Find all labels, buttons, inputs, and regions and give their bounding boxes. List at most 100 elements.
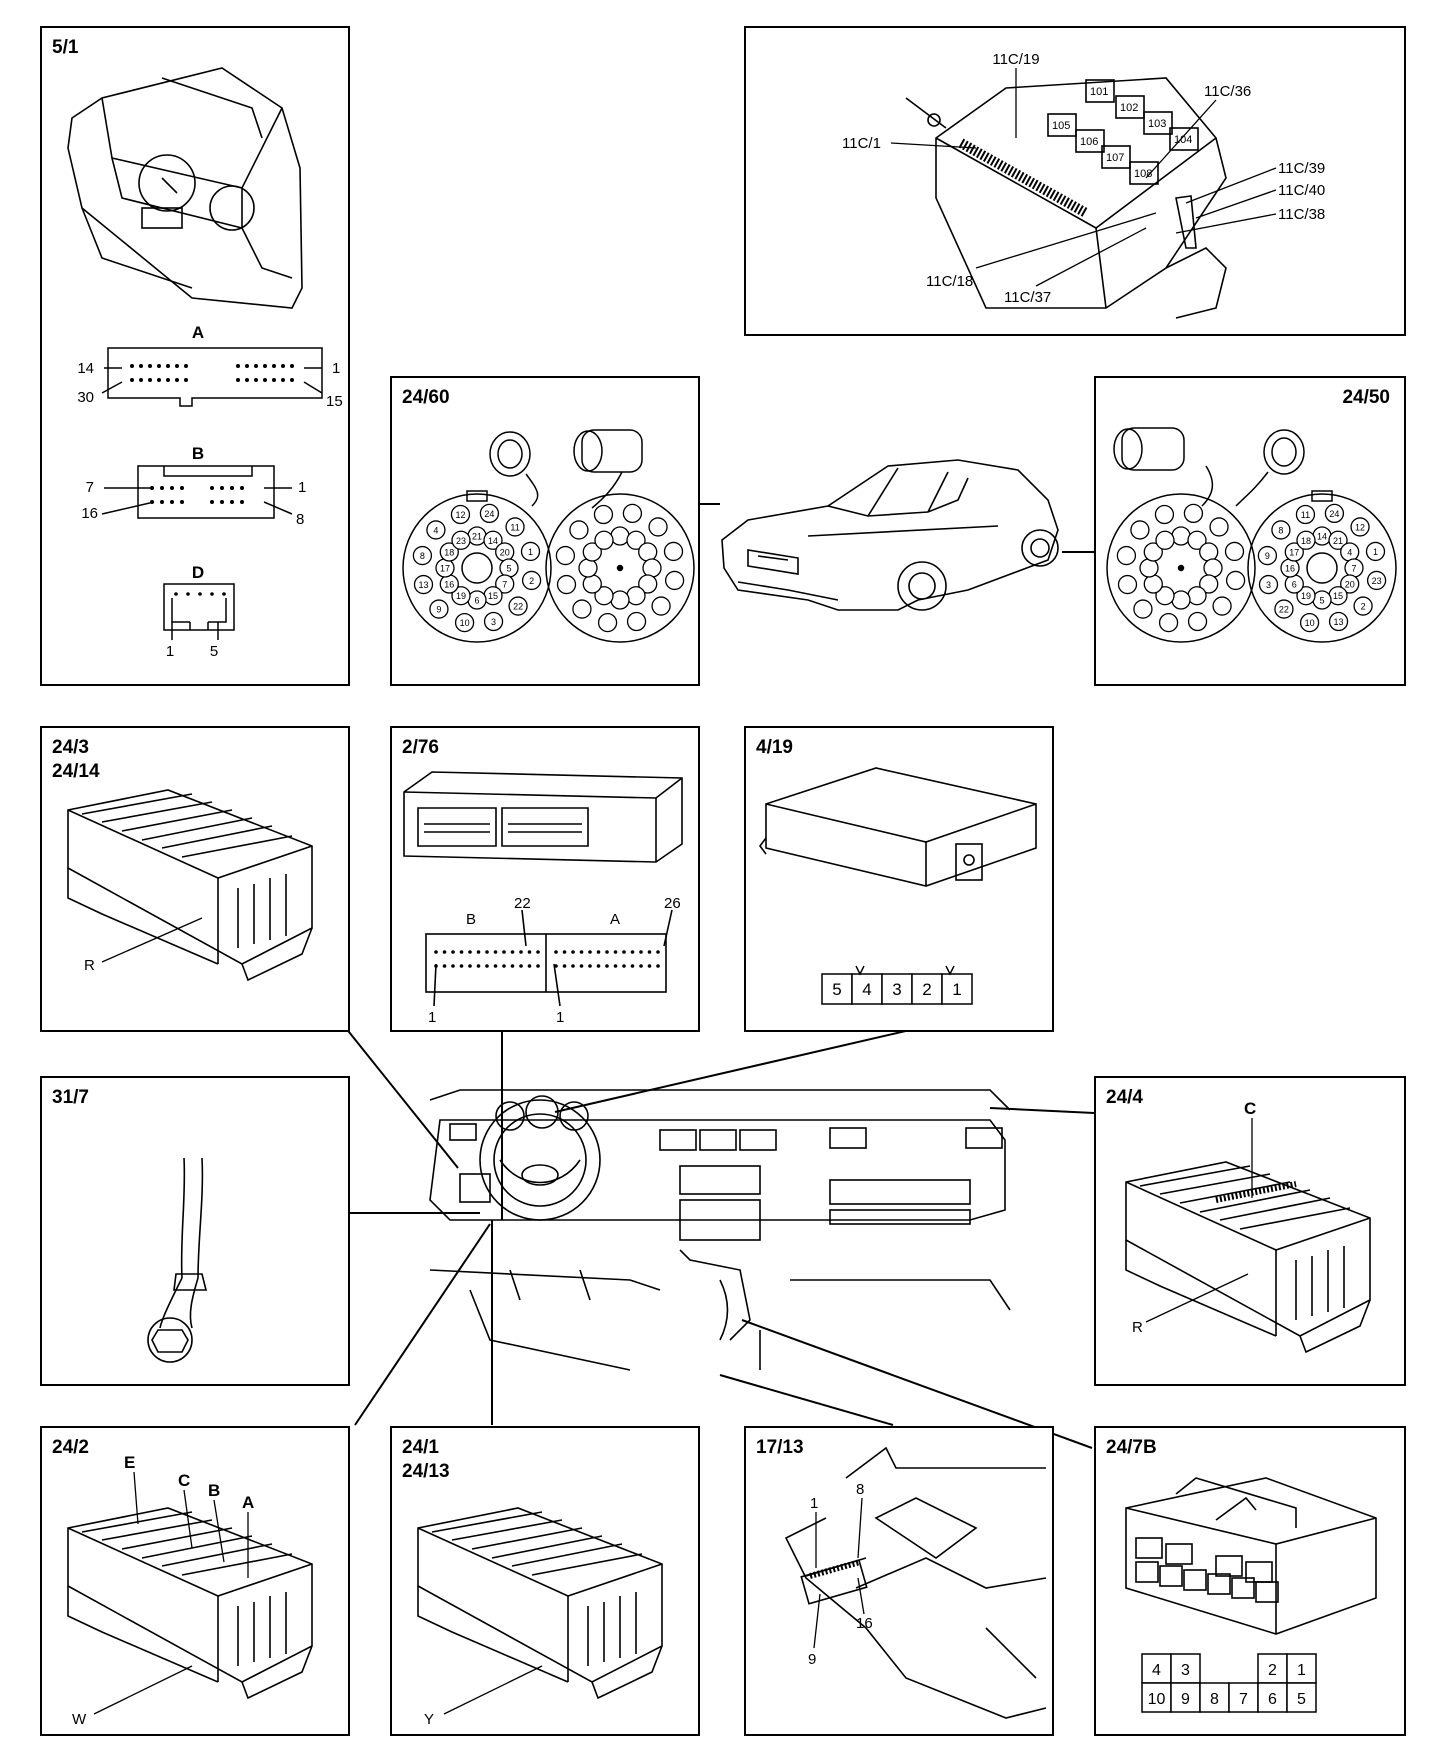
pin-dot <box>184 364 188 368</box>
relay-number: 101 <box>1090 86 1108 98</box>
control-module-drawing: B A 22 26 1 1 <box>403 771 683 1026</box>
pin-number: 24 <box>1329 509 1339 519</box>
pin-dot <box>236 378 240 382</box>
connector-b-label: B <box>192 444 204 463</box>
pin-number: 18 <box>1301 536 1311 546</box>
pin-label: 22 <box>514 895 531 912</box>
panel-title: 24/50 <box>1342 387 1390 408</box>
pin-hole <box>1155 530 1175 550</box>
connector-b-pins <box>150 486 244 504</box>
pin-layout-rear <box>1116 503 1246 633</box>
pin-dot <box>148 378 152 382</box>
pin-dot <box>639 964 643 968</box>
pin-hole <box>1187 530 1207 550</box>
pin-number: 23 <box>1372 576 1382 586</box>
pin-hole <box>1225 570 1246 591</box>
pin-dot <box>656 964 660 968</box>
pin-number: 24 <box>484 509 494 519</box>
panel-title: 4/19 <box>756 737 793 758</box>
pin-hole <box>569 520 589 540</box>
instrument-cluster-drawing: A 14 1 30 15 B 7 1 16 8 D 1 <box>67 67 343 660</box>
pin-label: 16 <box>81 505 98 522</box>
pin-dot <box>245 378 249 382</box>
panel-title: 24/2 <box>52 1437 89 1458</box>
pin-dot <box>166 364 170 368</box>
pin-dot <box>272 364 276 368</box>
pin-dot <box>148 364 152 368</box>
pin-hole <box>638 574 658 594</box>
pin-number: 6 <box>474 596 479 606</box>
diagnostic-socket-drawing: 1 8 16 9 <box>784 1446 1047 1719</box>
pin-hole <box>1203 558 1223 578</box>
pin-dot <box>290 364 294 368</box>
pin-dot <box>442 950 447 954</box>
pin-hole <box>582 542 602 562</box>
pin-number: 1 <box>528 547 533 557</box>
pin-dot <box>184 378 188 382</box>
pin-number: 18 <box>444 548 454 558</box>
pin-number: 5 <box>506 564 511 574</box>
panel-title: 31/7 <box>52 1087 89 1108</box>
pin-number: 21 <box>472 532 482 542</box>
relay-number: 103 <box>1148 118 1166 130</box>
pin-dot <box>622 950 626 954</box>
pin-hole <box>1187 586 1207 606</box>
pin-number: 1 <box>952 980 961 999</box>
pin-number: 6 <box>1292 580 1297 590</box>
pin-number: 2 <box>922 980 931 999</box>
pin-label: 8 <box>856 1481 864 1498</box>
pin-hole <box>1212 596 1232 616</box>
pin-number: 9 <box>1265 551 1270 561</box>
connector-block-drawing: C R <box>1125 1099 1371 1354</box>
pin-dot <box>263 378 267 382</box>
pin-number: 17 <box>440 564 450 574</box>
pin-hole <box>1171 590 1191 610</box>
connector-label: A <box>610 911 620 928</box>
pin-number: 19 <box>456 591 466 601</box>
pin-hole <box>651 596 671 616</box>
pin-hole <box>582 574 602 594</box>
pin-dot <box>476 964 481 968</box>
pin-number: 5 <box>1297 1691 1306 1708</box>
pin-label: 1 <box>332 360 340 377</box>
pin-dot <box>630 964 635 968</box>
pin-dot <box>290 378 294 382</box>
pin-number: 9 <box>1181 1691 1190 1708</box>
relay-number: 104 <box>1174 134 1192 146</box>
pin-number: 22 <box>513 602 523 612</box>
pin-dot <box>175 378 179 382</box>
pin-dot <box>493 964 498 968</box>
pin-number: 10 <box>1148 1691 1166 1708</box>
pin-dot <box>605 964 609 968</box>
pin-hole <box>1183 503 1204 524</box>
pin-dot <box>180 500 184 504</box>
pin-number: 15 <box>1333 591 1343 601</box>
pin-hole <box>610 526 630 546</box>
panel-24-1-24-13: 24/1 24/13 Y <box>390 1426 700 1736</box>
pin-dot <box>579 950 584 954</box>
callout-label: 11C/39 <box>1278 160 1325 177</box>
relay-box-drawing: 101 102 103 104 105 106 107 108 11C/19 1… <box>842 51 1325 319</box>
connector-a-label: A <box>192 323 204 342</box>
pin-number: 19 <box>1301 591 1311 601</box>
pin-dot <box>613 950 618 954</box>
callout-label: Y <box>424 1711 434 1728</box>
pin-hole <box>1133 599 1153 619</box>
pin-number: 16 <box>444 580 454 590</box>
pin-number: 23 <box>456 536 466 546</box>
pin-number: 1 <box>1297 1662 1306 1679</box>
pin-number: 12 <box>455 510 465 520</box>
pin-dot <box>180 486 184 490</box>
pin-hole <box>1155 586 1175 606</box>
callout-label: 11C/36 <box>1204 83 1251 100</box>
pin-layout-rear <box>555 503 685 633</box>
pin-hole <box>1130 520 1150 540</box>
pin-label: 14 <box>77 360 94 377</box>
ground-terminal-drawing <box>147 1157 208 1363</box>
pin-number: 22 <box>1279 605 1289 615</box>
pin-dot <box>647 964 652 968</box>
